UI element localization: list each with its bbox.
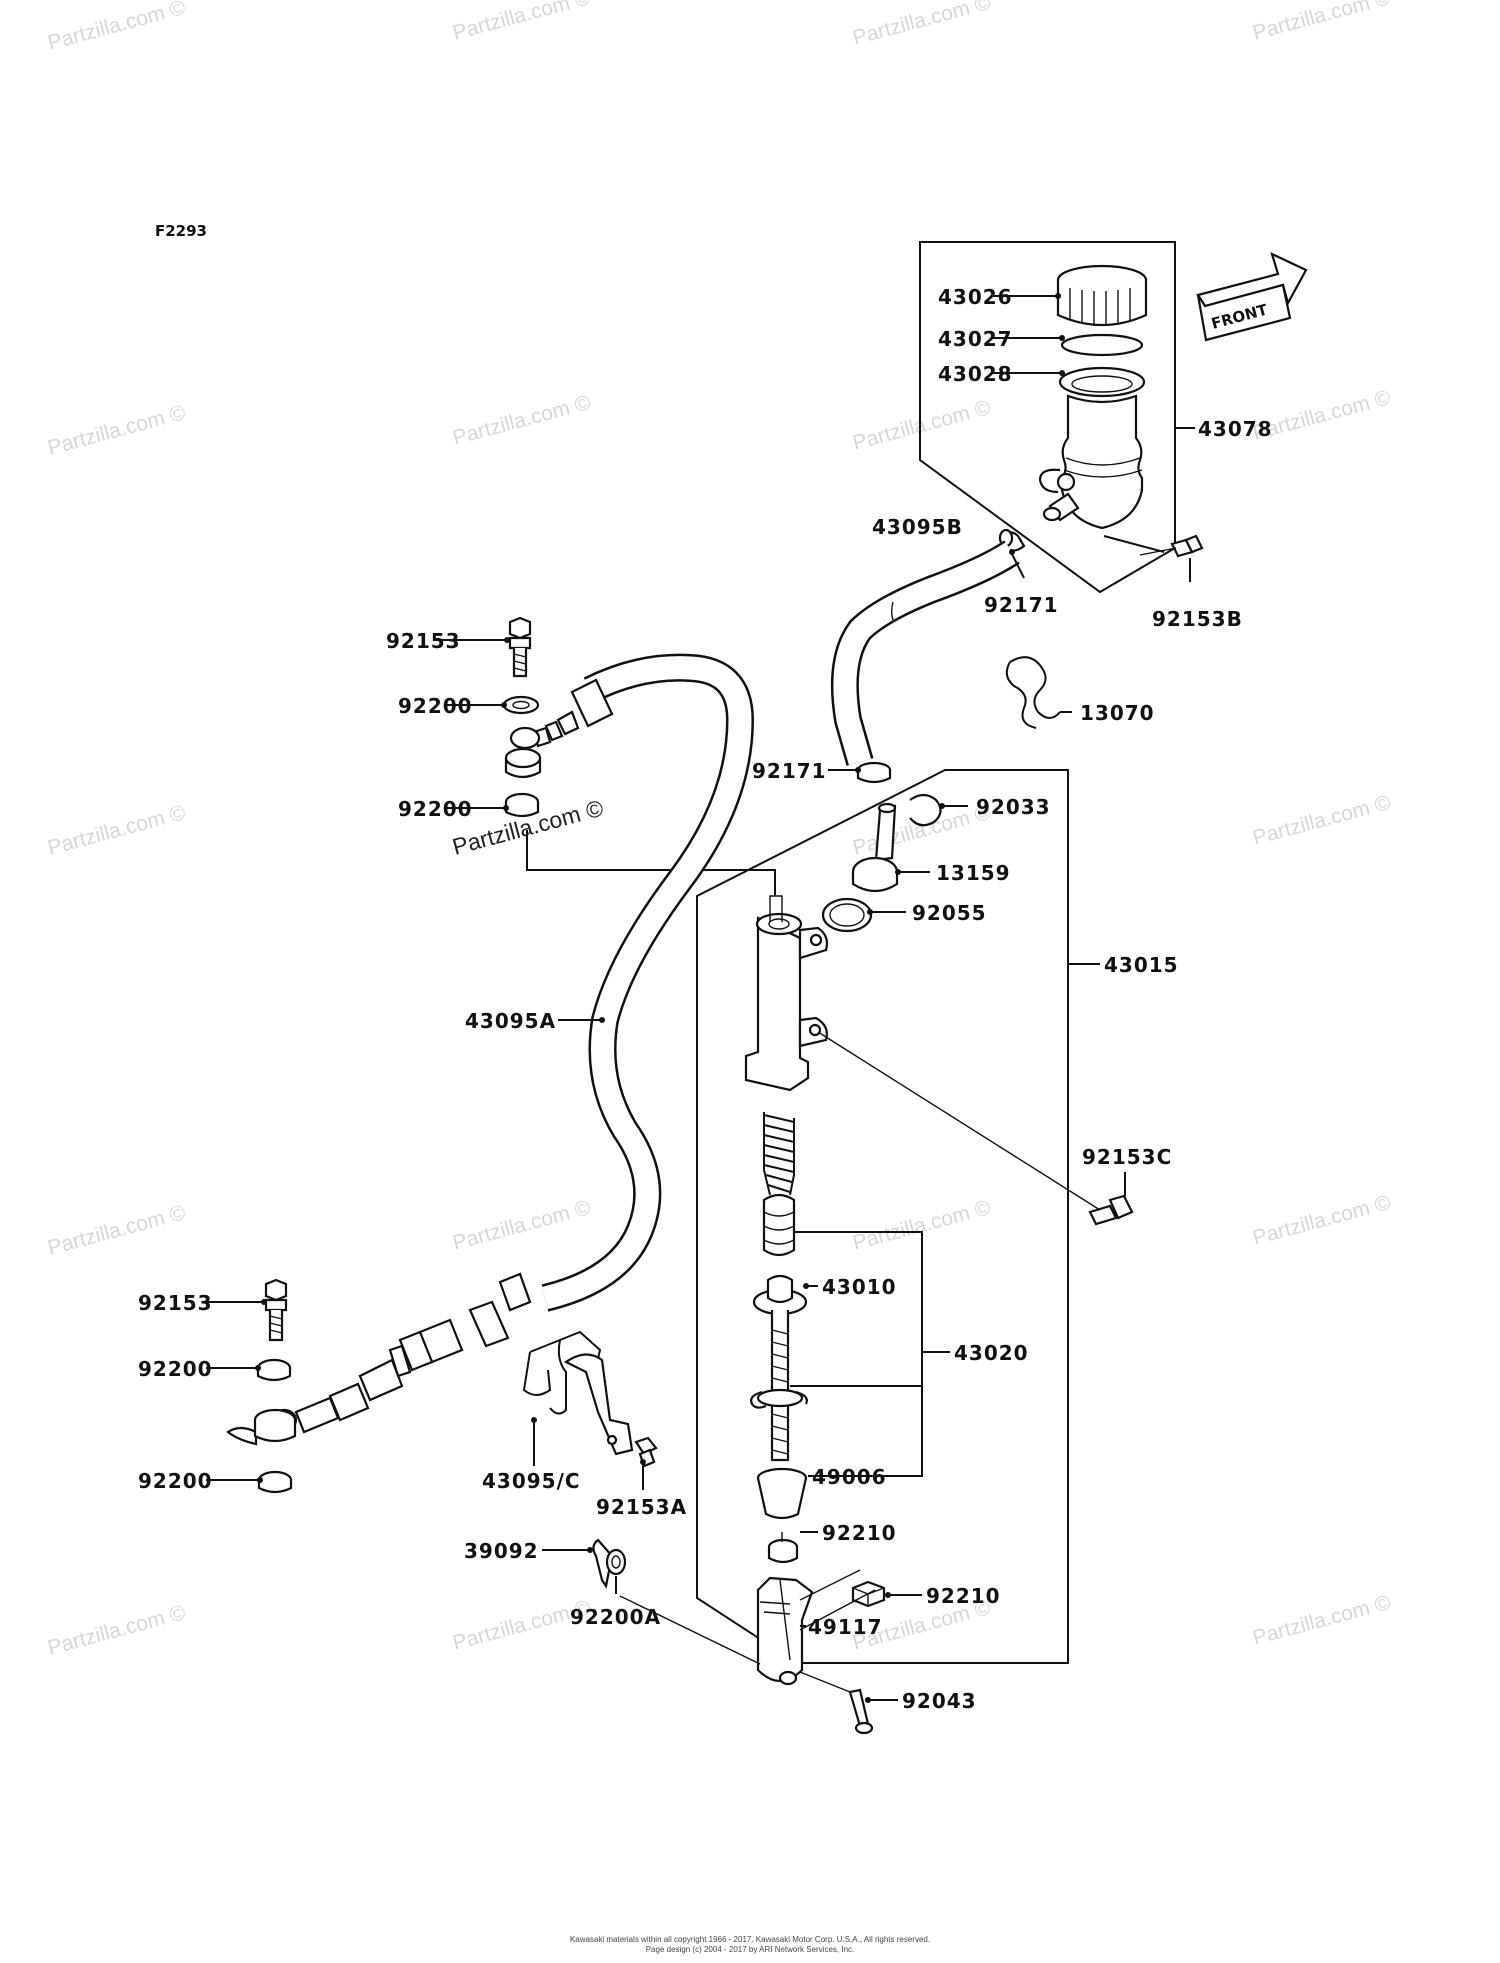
label-92200-upper: 92200: [398, 694, 473, 718]
nut-92210-upper: [767, 1538, 799, 1564]
piston: [762, 1193, 796, 1257]
bolt-92153A: [634, 1436, 658, 1468]
bolt-92153C: [1088, 1194, 1134, 1226]
label-43027: 43027: [938, 327, 1013, 351]
watermark: Partzilla.com ©: [45, 1201, 188, 1260]
label-13070: 13070: [1080, 701, 1155, 725]
circlip-92033: [909, 793, 942, 827]
master-cylinder-group-outline: [696, 769, 1069, 1664]
watermark: Partzilla.com ©: [450, 391, 593, 450]
washer-92200-lower-b: [257, 1470, 293, 1494]
washer-92200A: [605, 1548, 627, 1576]
watermark: Partzilla.com ©: [450, 0, 593, 45]
watermark: Partzilla.com ©: [45, 801, 188, 860]
label-43028: 43028: [938, 362, 1013, 386]
label-92153-lower: 92153: [138, 1291, 213, 1315]
cotter-pin-39092: [592, 1538, 614, 1589]
reservoir-body: [1038, 394, 1144, 530]
label-92043: 92043: [902, 1689, 977, 1713]
watermark: Partzilla.com ©: [1250, 791, 1393, 850]
copyright-line-1: Kawasaki materials within all copyright …: [570, 1935, 930, 1944]
hose-bracket-43095C: [522, 1330, 634, 1456]
label-92153B: 92153B: [1152, 607, 1243, 631]
label-92153A: 92153A: [596, 1495, 687, 1519]
part-labels: 43026 43027 43028 43078 43095B 92171 921…: [138, 285, 1273, 1713]
diaphragm-plate: [1060, 333, 1144, 357]
washer-92200-mid: [504, 792, 540, 818]
front-arrow-icon: FRONT: [1196, 251, 1308, 342]
watermark: Partzilla.com ©: [1250, 1191, 1393, 1250]
clip-13070: [1005, 656, 1061, 729]
watermark: Partzilla.com ©: [1250, 0, 1393, 45]
label-49006: 49006: [812, 1465, 887, 1489]
boot-49006: [756, 1467, 808, 1520]
brake-hose-43095A: [541, 653, 755, 1312]
watermark: Partzilla.com ©: [1250, 1591, 1393, 1650]
cylinder-body: [744, 895, 829, 1092]
figure-code: F2293: [155, 222, 207, 240]
label-92200-lower-a: 92200: [138, 1357, 213, 1381]
label-92153C: 92153C: [1082, 1145, 1172, 1169]
reservoir-group-outline: [919, 241, 1176, 594]
pin-92043: [848, 1688, 874, 1735]
label-43010: 43010: [822, 1275, 897, 1299]
watermark: Partzilla.com ©: [850, 396, 993, 455]
leader: [526, 830, 776, 896]
leader-lines: [206, 293, 1195, 1703]
watermark: Partzilla.com ©: [45, 401, 188, 460]
label-43095B: 43095B: [872, 515, 963, 539]
label-92210-lower: 92210: [926, 1584, 1001, 1608]
banjo-lower: [253, 1408, 297, 1443]
label-92200A: 92200A: [570, 1605, 661, 1629]
label-43078: 43078: [1198, 417, 1273, 441]
watermark: Partzilla.com ©: [850, 0, 993, 50]
label-92171-upper: 92171: [984, 593, 1059, 617]
label-13159: 13159: [936, 861, 1011, 885]
banjo-bolt-upper: [508, 616, 532, 678]
label-43095C: 43095/C: [482, 1469, 581, 1493]
watermark: Partzilla.com ©: [450, 1196, 593, 1255]
label-92055: 92055: [912, 901, 987, 925]
watermark: Partzilla.com ©: [45, 0, 188, 55]
diaphragm: [1058, 366, 1146, 398]
label-92200-lower-b: 92200: [138, 1469, 213, 1493]
clevis-49117: [756, 1576, 814, 1686]
clamp-92171-lower: [856, 761, 892, 784]
label-39092: 39092: [464, 1539, 539, 1563]
label-92171-lower: 92171: [752, 759, 827, 783]
leader: [817, 1031, 1101, 1211]
hose-joint-13159: [851, 802, 899, 893]
label-43020: 43020: [954, 1341, 1029, 1365]
label-92200-mid: 92200: [398, 797, 473, 821]
hose-fitting-upper: [504, 678, 614, 779]
label-92210-upper: 92210: [822, 1521, 897, 1545]
label-43095A: 43095A: [465, 1009, 556, 1033]
leader: [1103, 535, 1165, 553]
label-43015: 43015: [1104, 953, 1179, 977]
push-rod-43010: [752, 1274, 808, 1462]
label-92153-upper: 92153: [386, 629, 461, 653]
label-49117: 49117: [808, 1615, 883, 1639]
label-43026: 43026: [938, 285, 1013, 309]
washer-92200-lower-a: [256, 1358, 292, 1382]
label-92033: 92033: [976, 795, 1051, 819]
copyright-line-2: Page design (c) 2004 - 2017 by ARI Netwo…: [646, 1945, 855, 1954]
bolt-92153B: [1139, 534, 1204, 558]
reservoir-cap: [1056, 264, 1148, 327]
hose-43095B: [830, 540, 1020, 766]
spring: [763, 1112, 795, 1196]
watermark: Partzilla.com ©: [45, 1601, 188, 1660]
washer-92200-upper: [502, 695, 540, 715]
banjo-bolt-lower: [264, 1278, 288, 1342]
